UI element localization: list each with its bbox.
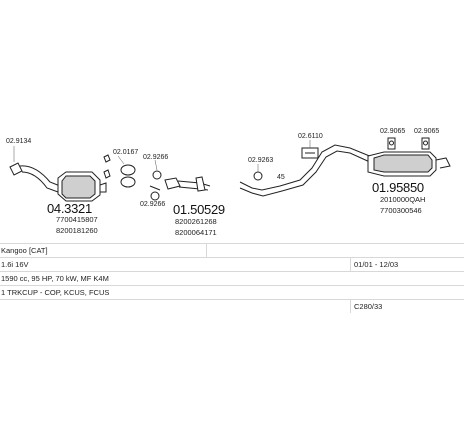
- clamp-d-code: 02.9263: [248, 157, 273, 164]
- column-divider: [350, 258, 351, 271]
- clamp-b-code: 02.9266: [143, 154, 168, 161]
- info-row-model: Kangoo [CAT]: [0, 243, 464, 257]
- column-divider: [350, 300, 351, 313]
- rear-silencer: [367, 151, 451, 177]
- gasket-a: [103, 154, 136, 188]
- catalyst-oem1: 7700415807: [56, 215, 98, 224]
- info-row-specs: 1590 cc, 95 HP, 70 kW, MF K4M: [0, 271, 464, 285]
- mount-g: [421, 137, 430, 150]
- column-divider: [206, 244, 207, 257]
- info-row-engine: 1.6i 16V 01/01 - 12/03: [0, 257, 464, 271]
- rear-silencer-oem2: 7700300546: [380, 206, 422, 215]
- middle-pipe-oem2: 8200064171: [175, 228, 217, 237]
- catalyst-number: 04.3321: [47, 201, 92, 216]
- gasket-a-code: 02.0167: [113, 149, 138, 156]
- clamp-b: [149, 170, 162, 191]
- rear-silencer-oem1: 2010000QAH: [380, 195, 425, 204]
- middle-pipe-number: 01.50529: [173, 202, 225, 217]
- drawing-code: C280/33: [354, 302, 383, 311]
- hanger-e: [301, 147, 319, 159]
- clamp-c-code: 02.9266: [140, 201, 165, 208]
- middle-pipe-oem1: 8200261268: [175, 217, 217, 226]
- angle-note: 45: [277, 174, 285, 181]
- catalytic-converter: [57, 171, 107, 202]
- specs-text: 1590 cc, 95 HP, 70 kW, MF K4M: [1, 274, 109, 283]
- mount-f-code: 02.9065: [380, 128, 405, 135]
- info-row-drawing: C280/33: [0, 299, 464, 313]
- years-text: 01/01 - 12/03: [354, 260, 399, 269]
- rear-silencer-number: 01.95850: [372, 180, 424, 195]
- model-text: Kangoo [CAT]: [1, 246, 48, 255]
- catalyst-oem2: 8200181260: [56, 226, 98, 235]
- body-text: 1 TRKCUP - COP, KCUS, FCUS: [1, 288, 110, 297]
- engine-text: 1.6i 16V: [1, 260, 29, 269]
- mount-f: [387, 137, 396, 150]
- clamp-c: [150, 191, 160, 201]
- vehicle-info-table: Kangoo [CAT] 1.6i 16V 01/01 - 12/03 1590…: [0, 243, 464, 313]
- hanger-e-code: 02.6110: [298, 133, 323, 140]
- middle-pipe: [164, 176, 211, 192]
- clamp-front-code: 02.9134: [6, 138, 31, 145]
- mount-g-code: 02.9065: [414, 128, 439, 135]
- info-row-body: 1 TRKCUP - COP, KCUS, FCUS: [0, 285, 464, 299]
- front-downpipe: [9, 162, 61, 193]
